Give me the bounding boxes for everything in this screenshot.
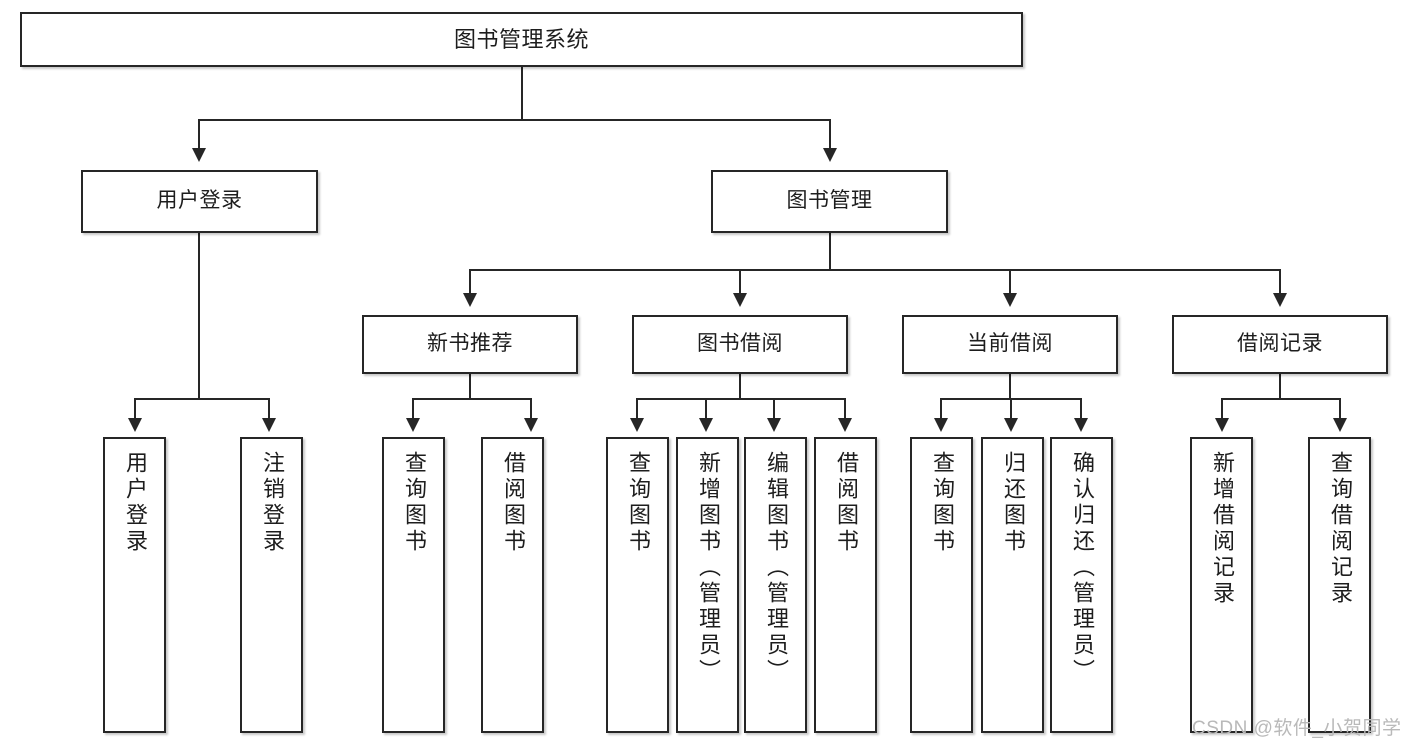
connector-level3-bus (469, 269, 1281, 271)
connector-new-book-stem (469, 374, 471, 399)
node-label: 用户登录 (156, 189, 243, 213)
connector-book-borrow-stem (739, 374, 741, 399)
arrowhead-book-borrow-4 (838, 418, 852, 432)
node-label: 注销登录 (259, 451, 285, 555)
connector-new-book-drop-1 (412, 398, 414, 420)
node-label: 图书管理系统 (453, 26, 589, 52)
connector-borrow-record-drop-1 (1221, 398, 1223, 420)
arrowhead-book-borrow-2 (699, 418, 713, 432)
node-label: 查询图书 (929, 451, 955, 555)
connector-user-login-drop-1 (134, 398, 136, 420)
node-label: 图书借阅 (697, 332, 783, 356)
node-label: 归还图书 (1000, 451, 1026, 555)
connector-book-borrow-drop-2 (705, 398, 707, 420)
node-current-borrow[interactable]: 当前借阅 (902, 315, 1118, 374)
connector-to-borrow-record (1279, 269, 1281, 295)
node-book-management[interactable]: 图书管理 (711, 170, 948, 233)
connector-current-borrow-drop-2 (1010, 398, 1012, 420)
arrowhead-book-borrow-1 (630, 418, 644, 432)
connector-book-management-stem (829, 233, 831, 270)
arrowhead-to-book-management (823, 148, 837, 162)
arrowhead-current-borrow-2 (1004, 418, 1018, 432)
connector-new-book-drop-2 (530, 398, 532, 420)
arrowhead-to-book-borrow (733, 293, 747, 307)
arrowhead-to-borrow-record (1273, 293, 1287, 307)
connector-book-borrow-bus (636, 398, 846, 400)
connector-to-book-borrow (739, 269, 741, 295)
leaf-borrow-record-query[interactable]: 查询借阅记录 (1308, 437, 1371, 733)
leaf-new-book-borrow[interactable]: 借阅图书 (481, 437, 544, 733)
node-label: 确认归还（管理员） (1069, 451, 1095, 685)
connector-user-login-stem (198, 233, 200, 399)
arrowhead-current-borrow-1 (934, 418, 948, 432)
node-label: 用户登录 (122, 451, 148, 555)
arrowhead-borrow-record-1 (1215, 418, 1229, 432)
node-label: 借阅图书 (500, 451, 526, 555)
connector-borrow-record-bus (1221, 398, 1341, 400)
connector-root-stem (521, 67, 523, 120)
leaf-current-borrow-return[interactable]: 归还图书 (981, 437, 1044, 733)
node-label: 新增借阅记录 (1209, 451, 1235, 607)
leaf-new-book-query[interactable]: 查询图书 (382, 437, 445, 733)
node-label: 借阅图书 (833, 451, 859, 555)
arrowhead-to-new-book-recommend (463, 293, 477, 307)
arrowhead-to-user-login (192, 148, 206, 162)
node-user-login[interactable]: 用户登录 (81, 170, 318, 233)
node-label: 新书推荐 (427, 332, 513, 356)
connector-borrow-record-stem (1279, 374, 1281, 399)
connector-to-new-book-recommend (469, 269, 471, 295)
arrowhead-borrow-record-2 (1333, 418, 1347, 432)
leaf-user-login-logout[interactable]: 注销登录 (240, 437, 303, 733)
connector-book-borrow-drop-3 (773, 398, 775, 420)
node-borrow-record[interactable]: 借阅记录 (1172, 315, 1388, 374)
leaf-current-borrow-query[interactable]: 查询图书 (910, 437, 973, 733)
arrowhead-new-book-2 (524, 418, 538, 432)
node-label: 查询图书 (401, 451, 427, 555)
arrowhead-user-login-2 (262, 418, 276, 432)
node-label: 新增图书（管理员） (695, 451, 721, 685)
arrowhead-current-borrow-3 (1074, 418, 1088, 432)
leaf-current-borrow-confirm-return[interactable]: 确认归还（管理员） (1050, 437, 1113, 733)
node-label: 查询借阅记录 (1327, 451, 1353, 607)
connector-current-borrow-stem (1009, 374, 1011, 399)
node-label: 图书管理 (786, 189, 873, 213)
arrowhead-book-borrow-3 (767, 418, 781, 432)
leaf-book-borrow-add[interactable]: 新增图书（管理员） (676, 437, 739, 733)
node-new-book-recommend[interactable]: 新书推荐 (362, 315, 578, 374)
connector-new-book-bus (412, 398, 532, 400)
connector-current-borrow-drop-3 (1080, 398, 1082, 420)
connector-to-current-borrow (1009, 269, 1011, 295)
node-label: 当前借阅 (967, 332, 1053, 356)
arrowhead-user-login-1 (128, 418, 142, 432)
connector-book-borrow-drop-4 (844, 398, 846, 420)
leaf-user-login-login[interactable]: 用户登录 (103, 437, 166, 733)
watermark-text: CSDN @软件_小贺同学 (1192, 718, 1402, 739)
leaf-book-borrow-edit[interactable]: 编辑图书（管理员） (744, 437, 807, 733)
node-book-borrow[interactable]: 图书借阅 (632, 315, 848, 374)
connector-to-book-management (829, 119, 831, 150)
connector-user-login-bus (134, 398, 270, 400)
leaf-book-borrow-borrow[interactable]: 借阅图书 (814, 437, 877, 733)
node-label: 编辑图书（管理员） (763, 451, 789, 685)
connector-user-login-drop-2 (268, 398, 270, 420)
node-root-book-management-system[interactable]: 图书管理系统 (20, 12, 1023, 67)
arrowhead-to-current-borrow (1003, 293, 1017, 307)
connector-book-borrow-drop-1 (636, 398, 638, 420)
connector-to-user-login (198, 119, 200, 150)
connector-level2-bus (198, 119, 831, 121)
connector-current-borrow-drop-1 (940, 398, 942, 420)
node-label: 查询图书 (625, 451, 651, 555)
arrowhead-new-book-1 (406, 418, 420, 432)
node-label: 借阅记录 (1237, 332, 1323, 356)
connector-borrow-record-drop-2 (1339, 398, 1341, 420)
leaf-borrow-record-add[interactable]: 新增借阅记录 (1190, 437, 1253, 733)
leaf-book-borrow-query[interactable]: 查询图书 (606, 437, 669, 733)
